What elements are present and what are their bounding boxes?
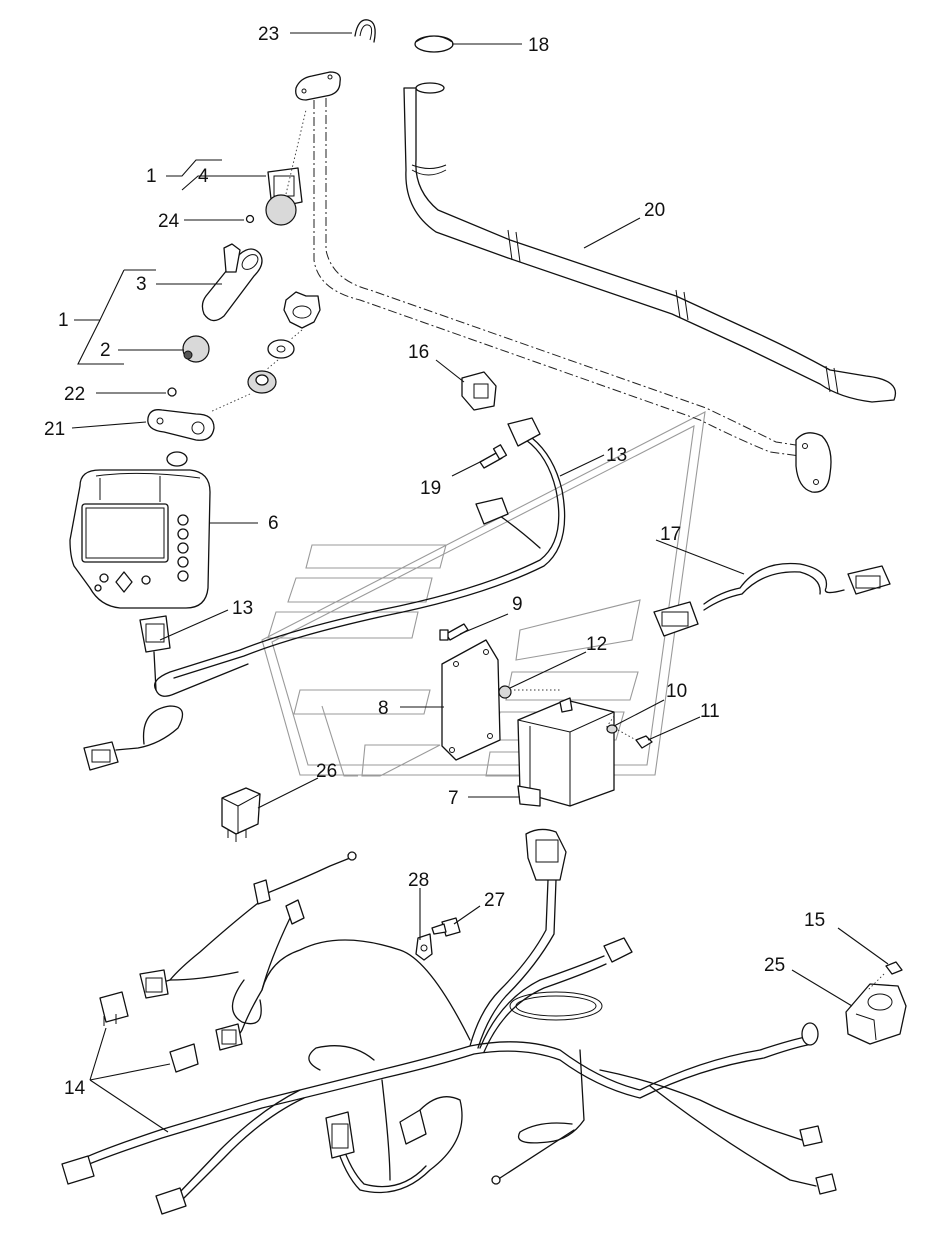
relay-26-part: [221, 787, 261, 842]
callout-labels: 23 18 1 4 24 20 3 1 2 16 22 21 13 19 6 1…: [44, 24, 825, 1099]
connector-16-part: [461, 371, 497, 411]
harness-13-part: [83, 417, 566, 771]
grommet-part: [247, 370, 277, 394]
callout-7: 7: [448, 788, 459, 809]
antenna-mast-part: [403, 82, 896, 403]
bolt-9-part: [439, 623, 469, 641]
callout-15: 15: [804, 910, 825, 931]
callout-26: 26: [316, 761, 337, 782]
callout-1b: 1: [58, 310, 69, 331]
leader-lines: [71, 32, 889, 1133]
callout-6: 6: [268, 513, 279, 534]
bolt-19-part: [479, 444, 508, 469]
ball-connector-part: [245, 167, 303, 226]
u-bolt-part: [354, 19, 376, 43]
small-nut-part: [167, 387, 177, 397]
callout-28: 28: [408, 870, 429, 891]
callout-3: 3: [136, 274, 147, 295]
washer-10-part: [606, 724, 618, 734]
callout-4: 4: [198, 166, 209, 187]
screw-15-part: [885, 961, 903, 975]
nut-12-part: [498, 685, 512, 699]
ball-part: [182, 335, 210, 363]
callout-1a: 1: [146, 166, 157, 187]
callout-8: 8: [378, 698, 389, 719]
callout-25: 25: [764, 955, 785, 976]
main-harness-14-part: [61, 828, 837, 1215]
callout-24: 24: [158, 211, 180, 232]
callout-19: 19: [420, 478, 441, 499]
washer-part: [267, 339, 295, 359]
callout-16: 16: [408, 342, 429, 363]
flat-washer-part: [166, 451, 188, 467]
terminal-side-buttons: [177, 514, 189, 582]
callout-14: 14: [64, 1078, 86, 1099]
callout-20: 20: [644, 200, 665, 221]
callout-11: 11: [700, 701, 720, 722]
callout-13b: 13: [232, 598, 253, 619]
routing-dash-line: [313, 98, 803, 457]
callout-17: 17: [660, 524, 681, 545]
module-7-part: [517, 697, 615, 807]
mounting-plate-upper: [295, 71, 341, 101]
nut-11-part: [635, 735, 653, 749]
display-terminal-part: [69, 469, 211, 609]
callout-22: 22: [64, 384, 85, 405]
callout-2: 2: [100, 340, 111, 361]
hose-cap-part: [414, 35, 454, 53]
lever-bracket-part: [147, 409, 215, 441]
callout-27: 27: [484, 890, 505, 911]
callout-21: 21: [44, 419, 65, 440]
star-knob-part: [283, 291, 321, 329]
mounting-plate-lower: [795, 432, 832, 493]
plate-8-part: [441, 639, 501, 761]
sleeve-part: [201, 243, 263, 322]
callout-18: 18: [528, 35, 549, 56]
callout-13a: 13: [606, 445, 627, 466]
callout-23: 23: [258, 24, 279, 45]
switch-25-part: [801, 983, 907, 1046]
callout-9: 9: [512, 594, 523, 615]
terminal-dpad: [94, 571, 151, 593]
harness-17-part: [653, 562, 891, 637]
callout-12: 12: [586, 634, 607, 655]
screw-27-part: [431, 917, 461, 937]
callout-10: 10: [666, 681, 687, 702]
clip-28-part: [415, 933, 433, 961]
